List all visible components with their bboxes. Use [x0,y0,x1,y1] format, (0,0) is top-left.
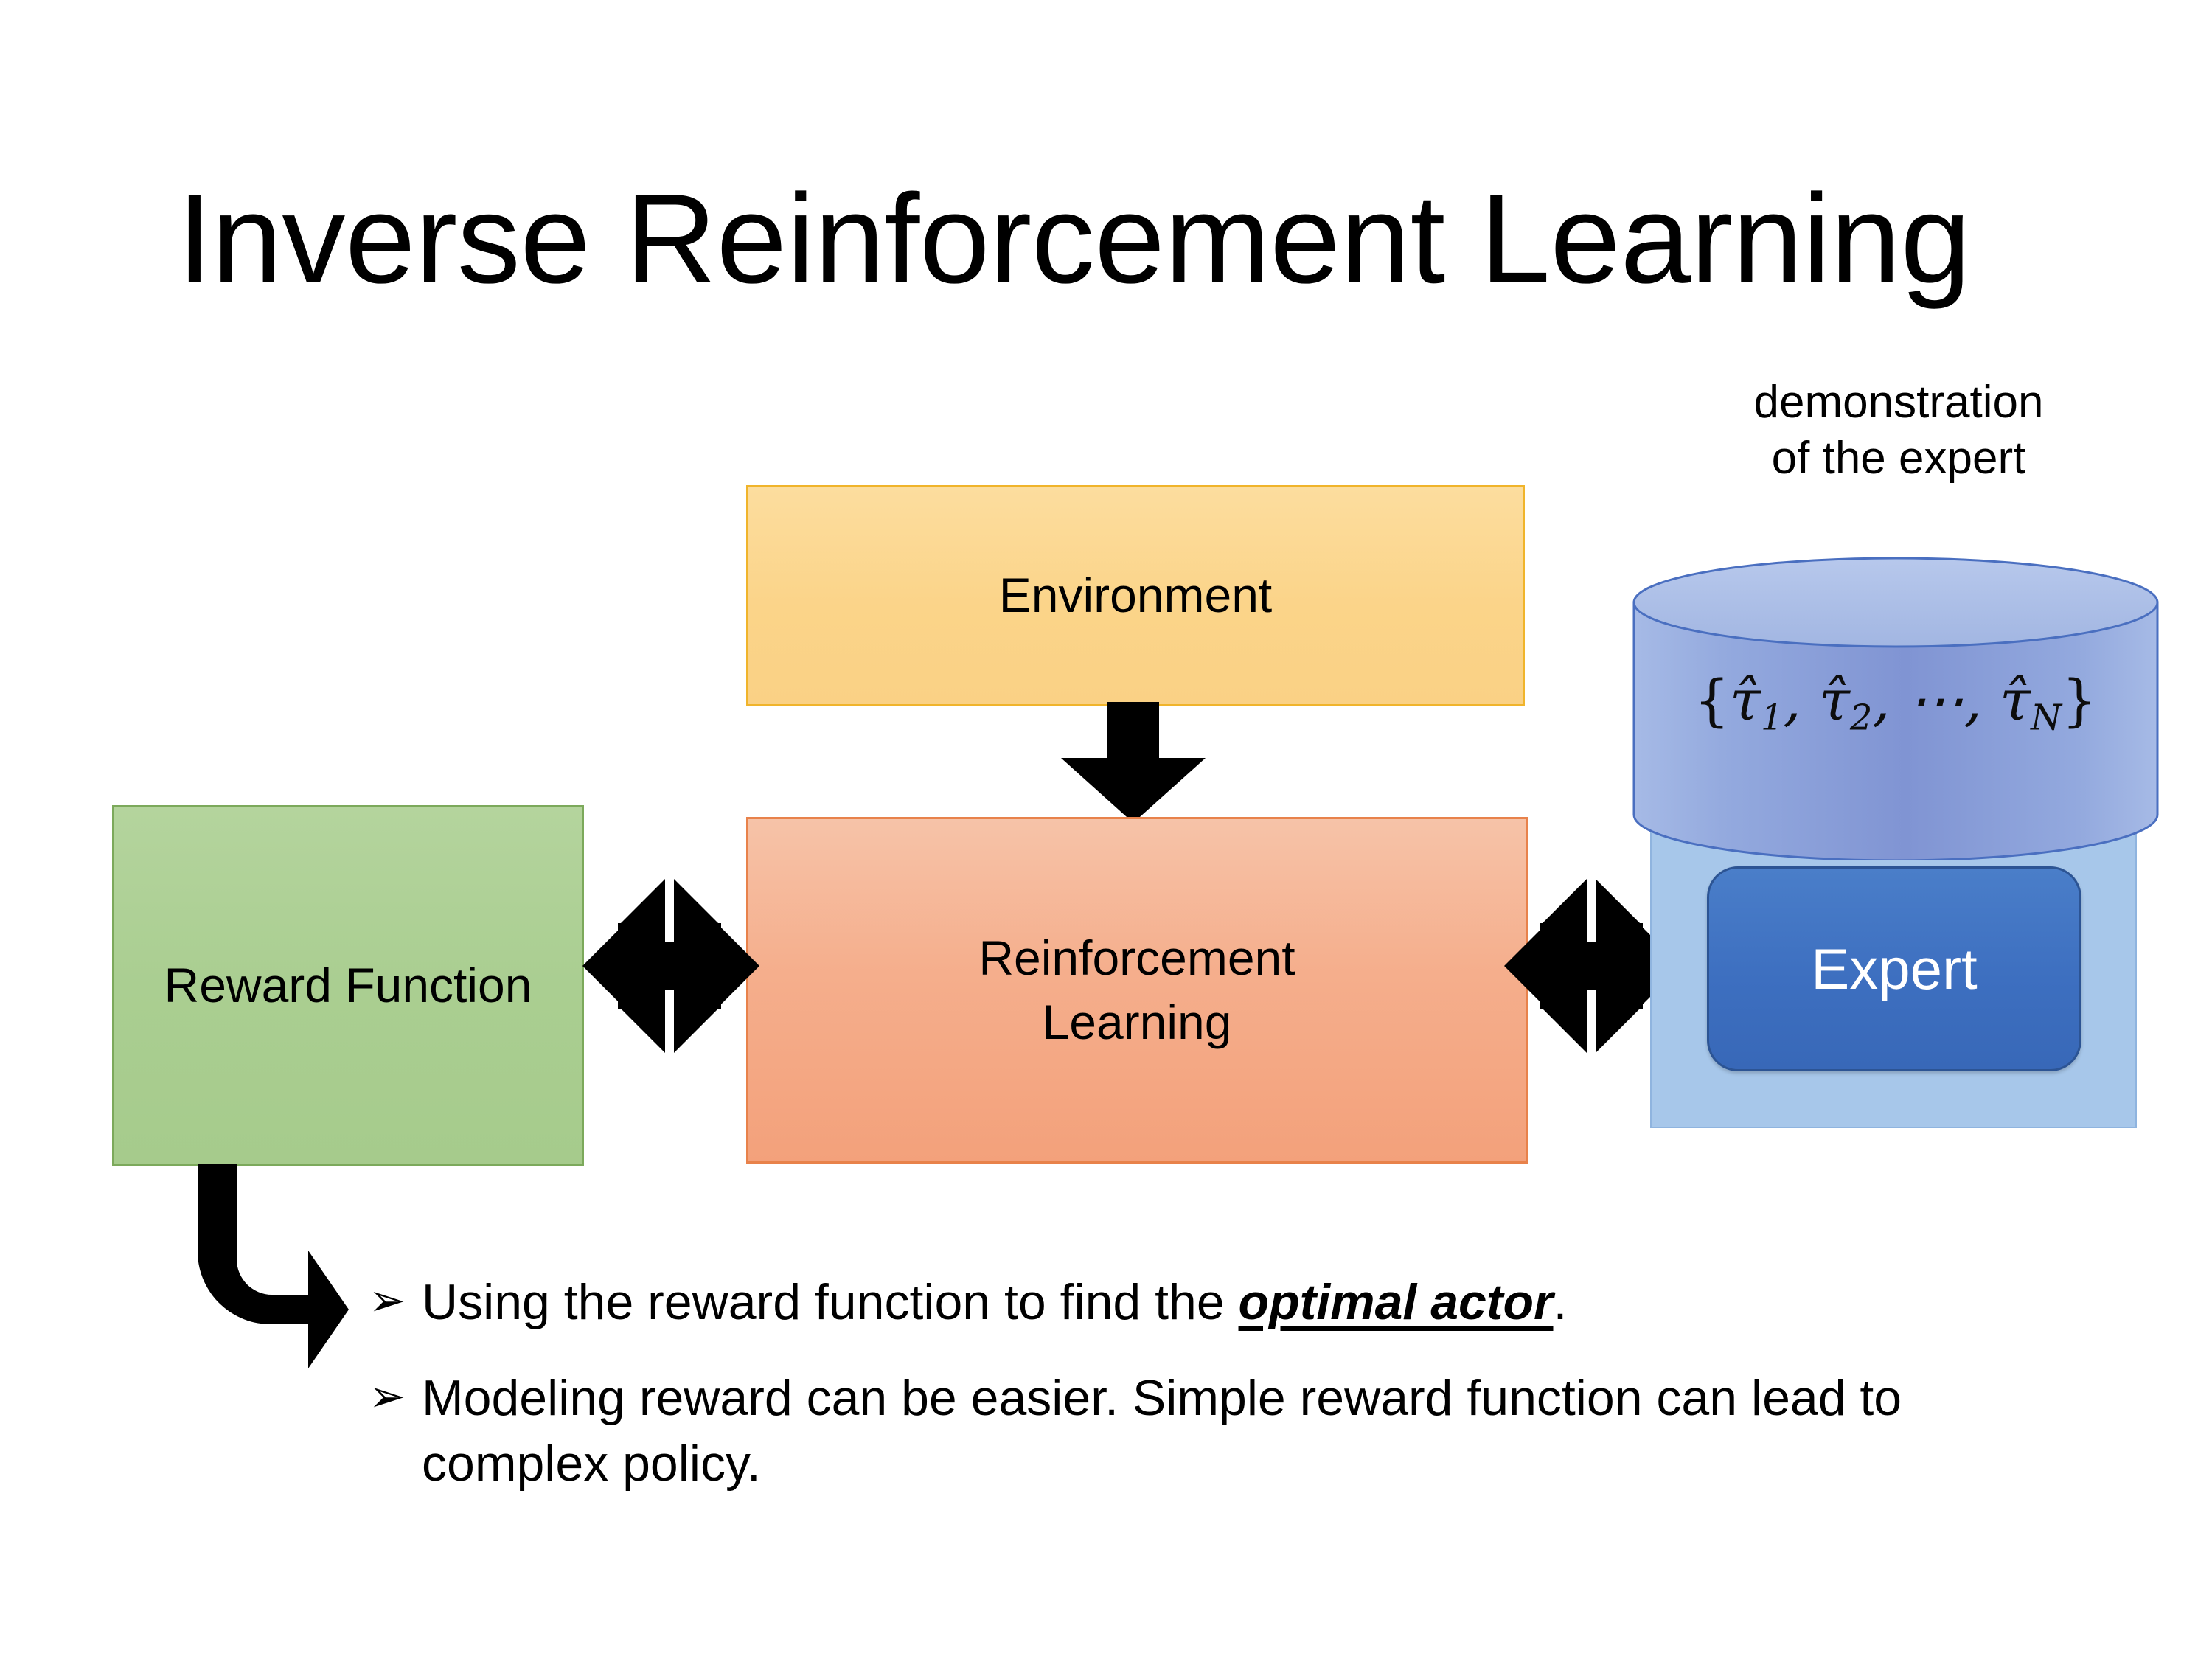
formula-separator-1: , [1783,667,1819,733]
demonstration-caption-line2: of the expert [1771,432,2026,484]
four-way-arrow-icon [1504,879,1681,1053]
formula-tau-n: τ̂ [2000,667,2031,733]
down-arrow-icon [1061,702,1206,823]
bullet-marker-icon: ➢ [369,1371,406,1422]
formula-tau-1: τ̂ [1729,667,1761,733]
trajectory-set-formula: {τ̂1, τ̂2, ⋯, τ̂N} [1632,667,2159,738]
list-item: ➢ Using the reward function to find the … [369,1270,2087,1335]
list-item: ➢ Modeling reward can be easier. Simple … [369,1366,2087,1496]
demonstration-cylinder [1632,557,2159,860]
bullet-1-emphasis: optimal actor [1238,1274,1554,1330]
bullet-list: ➢ Using the reward function to find the … [369,1270,2087,1496]
formula-open-brace: { [1694,667,1730,733]
reinforcement-learning-box: Reinforcement Learning [746,817,1528,1164]
reward-function-box: Reward Function [112,805,584,1166]
environment-box: Environment [746,485,1525,706]
page-title: Inverse Reinforcement Learning [177,168,1971,310]
bullet-1-prefix: Using the reward function to find the [422,1274,1239,1330]
bullet-marker-icon: ➢ [369,1276,406,1325]
formula-close-brace: } [2062,667,2098,733]
bent-elbow-arrow-icon [198,1164,349,1368]
rl-box-label-group: Reinforcement Learning [978,926,1295,1054]
expert-button-label: Expert [1811,936,1978,1001]
demonstration-caption-line1: demonstration [1753,377,2044,428]
formula-separator-2: , ⋯, [1872,667,2000,733]
bullet-1-suffix: . [1553,1274,1568,1330]
reward-box-label-line2: Function [345,958,532,1013]
expert-button[interactable]: Expert [1707,866,2081,1071]
environment-box-label: Environment [998,568,1273,623]
formula-subscript-n: N [2031,697,2062,739]
formula-subscript-2: 2 [1849,697,1873,739]
reward-box-label-line1: Reward [164,958,332,1013]
demonstration-caption: demonstration of the expert [1644,375,2153,486]
rl-box-label-line1: Reinforcement [978,930,1295,985]
formula-subscript-1: 1 [1760,697,1784,739]
four-way-arrow-icon [582,879,759,1053]
bullet-2-text: Modeling reward can be easier. Simple re… [422,1370,1902,1492]
reward-box-label-group: Reward Function [164,953,532,1018]
bullet-1-text: Using the reward function to find the op… [422,1270,2087,1335]
formula-tau-2: τ̂ [1818,667,1850,733]
rl-box-label-line2: Learning [1042,995,1232,1049]
